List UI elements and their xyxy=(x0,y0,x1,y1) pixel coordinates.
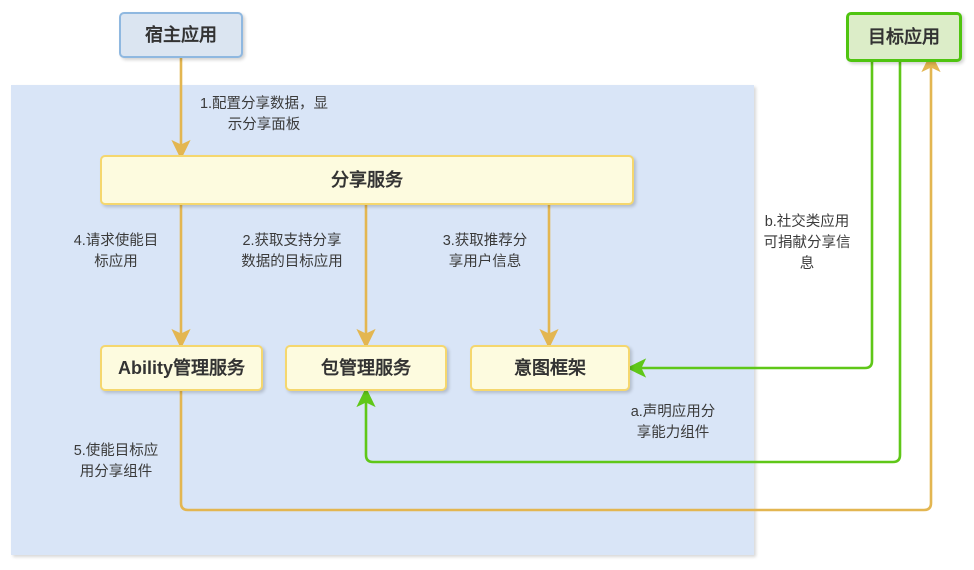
edge-label-step-b: b.社交类应用 可捐献分享信 息 xyxy=(763,214,851,273)
node-target-app[interactable]: 目标应用 xyxy=(846,12,962,62)
node-package-manager-label: 包管理服务 xyxy=(321,357,411,378)
edge-label-step-a: a.声明应用分 享能力组件 xyxy=(630,404,716,442)
node-intent-framework[interactable]: 意图框架 xyxy=(470,345,630,391)
edge-label-step1: 1.配置分享数据，显 示分享面板 xyxy=(199,96,329,134)
edge-label-step5: 5.使能目标应 用分享组件 xyxy=(73,443,159,481)
node-share-service[interactable]: 分享服务 xyxy=(100,155,634,205)
edge-label-step2: 2.获取支持分享 数据的目标应用 xyxy=(241,233,343,271)
node-share-service-label: 分享服务 xyxy=(331,169,403,190)
node-ability-manager[interactable]: Ability管理服务 xyxy=(100,345,263,391)
node-target-app-label: 目标应用 xyxy=(868,26,940,47)
node-package-manager[interactable]: 包管理服务 xyxy=(285,345,447,391)
edge-label-step4: 4.请求使能目 标应用 xyxy=(73,233,159,271)
node-intent-framework-label: 意图框架 xyxy=(514,357,586,378)
node-ability-manager-label: Ability管理服务 xyxy=(117,357,245,378)
node-host-app-label: 宿主应用 xyxy=(145,24,217,45)
edge-label-step3: 3.获取推荐分 享用户信息 xyxy=(442,233,528,271)
node-host-app[interactable]: 宿主应用 xyxy=(119,12,243,58)
